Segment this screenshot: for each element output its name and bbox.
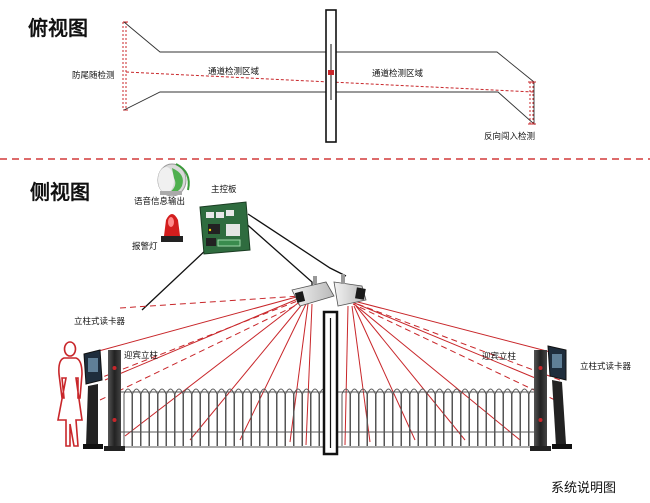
anti-tailgate-label: 防尾随检测 [72,71,115,81]
speaker-icon [157,163,190,197]
fence-picket [375,388,385,446]
fence-picket [157,388,167,446]
fence-picket [293,388,303,446]
fence-picket [418,388,427,446]
fence-picket [520,388,529,446]
fence-picket [409,388,419,446]
fence-picket [426,388,436,446]
detection-beams [94,295,563,446]
top-view-diagram [122,9,536,143]
top-view-title: 俯视图 [28,16,88,40]
fence-picket [486,388,495,446]
fence-picket [435,388,444,446]
card-reader-icon [83,349,103,449]
fence-picket [401,388,410,446]
person-outline-icon [57,341,83,447]
fence-picket [285,388,294,446]
fence-picket [191,388,201,446]
fence-picket [350,388,359,446]
fence-picket [149,388,158,446]
fence-picket [477,388,487,446]
channel-outline [123,21,535,126]
main-board-label: 主控板 [211,185,237,195]
gate-post-side [322,310,339,456]
camera-icon [291,276,335,307]
reader-right-label: 立柱式读卡器 [580,362,632,372]
fence-picket [217,388,226,446]
fence-picket [140,388,150,446]
fence-picket [384,388,393,446]
card-reader-icon [547,345,572,449]
fence-picket [511,388,521,446]
fence-picket [469,388,478,446]
fence-picket [443,388,453,446]
fence-picket [242,388,252,446]
fence-picket [341,388,351,446]
fence-picket [132,388,141,446]
detection-line [125,71,535,93]
fence-picket [268,388,277,446]
anti-tailgate-zone [122,21,128,111]
fence-picket [166,388,175,446]
fence-picket [123,388,133,446]
fence-picket [225,388,235,446]
camera-icon [333,274,367,307]
fence-picket [367,388,376,446]
alarm-lamp-icon [161,214,183,242]
reader-left-label: 立柱式读卡器 [74,317,126,327]
circuit-board-icon [199,201,251,255]
welcome-post-left [104,350,125,451]
side-view-diagram [57,163,572,456]
welcome-post-right [530,350,551,451]
fence-picket [200,388,209,446]
fence-picket [276,388,286,446]
alarm-lamp-label: 报警灯 [132,242,158,252]
fence-picket [234,388,243,446]
fence-picket [208,388,218,446]
zone-label-right: 通道检测区域 [372,69,424,79]
fence-picket [183,388,192,446]
voice-output-label: 语音信息输出 [134,197,186,207]
side-view-title: 侧视图 [30,180,90,204]
caption: 系统说明图 [551,481,617,496]
fence-picket [460,388,470,446]
welcome-left-label: 迎宾立柱 [124,351,159,361]
fence-picket [310,388,320,446]
zone-label-left: 通道检测区域 [208,67,260,77]
fence-picket [503,388,512,446]
fence-picket [259,388,269,446]
fence-picket [174,388,184,446]
reverse-intrusion-label: 反向闯入检测 [484,132,536,142]
fence-picket [452,388,461,446]
welcome-right-label: 迎宾立柱 [482,352,517,362]
fence-picket [494,388,504,446]
fence-picket [251,388,260,446]
fence-picket [358,388,368,446]
fence-picket [392,388,402,446]
reverse-intrusion-zone [528,81,536,125]
fence-picket [302,388,311,446]
